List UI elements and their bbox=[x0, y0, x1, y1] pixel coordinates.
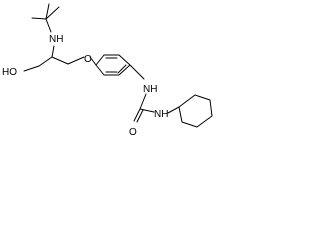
urea-nh-cyclohexyl-label: NH bbox=[154, 109, 168, 120]
bond bbox=[45, 3, 50, 20]
bond bbox=[136, 109, 144, 123]
bond bbox=[139, 108, 155, 113]
hydroxyl-label: HO bbox=[2, 67, 17, 78]
bond bbox=[167, 106, 180, 114]
bond bbox=[89, 56, 97, 66]
bond bbox=[45, 6, 60, 20]
bond bbox=[139, 93, 147, 110]
carbonyl-oxygen-label: O bbox=[129, 127, 137, 138]
tert-butyl-group bbox=[31, 3, 60, 33]
bond bbox=[133, 108, 141, 122]
bond bbox=[38, 56, 53, 67]
amine-nh-label: NH bbox=[49, 34, 63, 45]
cyclohexyl-ring bbox=[167, 94, 213, 128]
structure-drawing: NH HO O NH NH O bbox=[2, 3, 213, 138]
ring-double-bond bbox=[117, 64, 127, 74]
bond bbox=[51, 56, 69, 65]
urea-group bbox=[133, 93, 155, 123]
benzene-ring bbox=[89, 54, 145, 80]
bond bbox=[23, 65, 40, 72]
ether-oxygen-label: O bbox=[84, 54, 92, 65]
urea-nh-aryl-label: NH bbox=[143, 84, 157, 95]
bond bbox=[45, 18, 52, 33]
ring-outline bbox=[178, 94, 213, 128]
bond bbox=[67, 56, 85, 65]
propanol-chain bbox=[23, 45, 85, 72]
bond bbox=[51, 45, 55, 58]
molecule-canvas: NH HO O NH NH O bbox=[0, 0, 220, 141]
bond bbox=[31, 17, 47, 20]
bond bbox=[129, 64, 145, 80]
